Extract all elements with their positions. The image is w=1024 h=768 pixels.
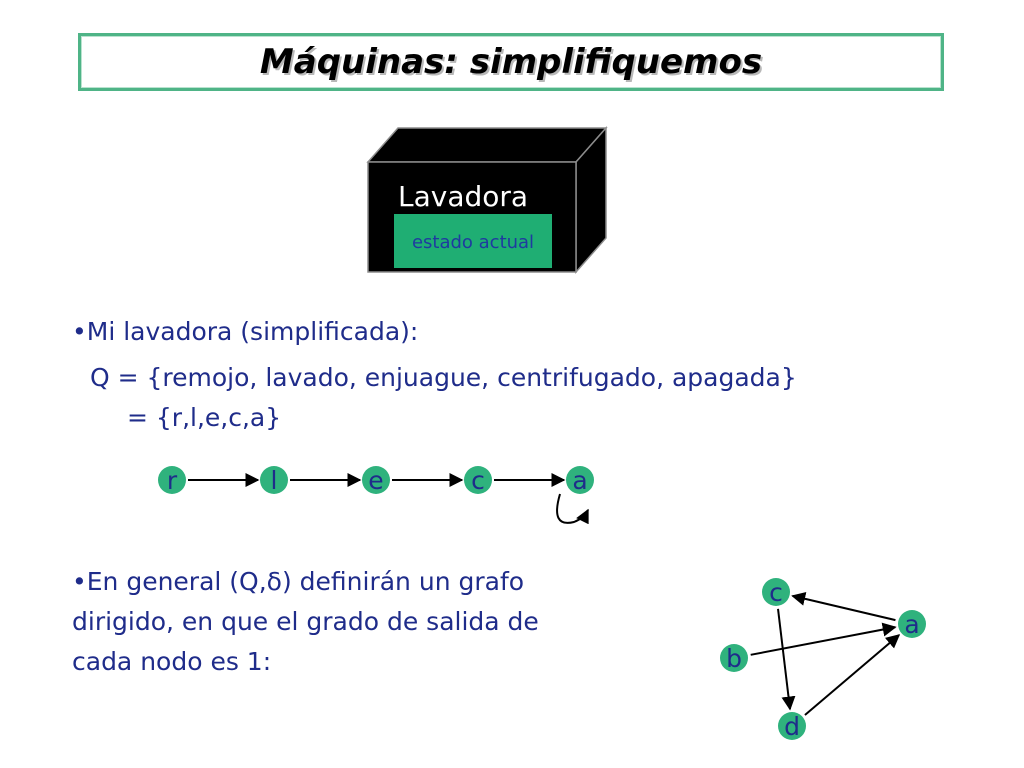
node-circle bbox=[720, 644, 748, 672]
node-a: a bbox=[566, 466, 594, 495]
node-d: d bbox=[778, 712, 806, 741]
node-label: c bbox=[471, 466, 485, 495]
edge-d-a bbox=[804, 634, 901, 716]
bullet1-line3: = {r,l,e,c,a} bbox=[127, 403, 282, 432]
node-label: l bbox=[271, 466, 278, 495]
machine-label: Lavadora bbox=[398, 180, 528, 213]
node-l: l bbox=[260, 466, 288, 495]
node-circle bbox=[762, 578, 790, 606]
node-c: c bbox=[762, 578, 790, 607]
node-label: d bbox=[784, 712, 800, 741]
bullet1-line2: Q = {remojo, lavado, enjuague, centrifug… bbox=[90, 363, 797, 392]
node-r: r bbox=[158, 466, 186, 495]
node-b: b bbox=[720, 644, 748, 673]
directed-graph-diagram: c a b d bbox=[720, 578, 926, 741]
node-label: c bbox=[769, 578, 783, 607]
bullet2-line2: dirigido, en que el grado de salida de bbox=[72, 607, 539, 636]
node-circle bbox=[158, 466, 186, 494]
node-label: r bbox=[167, 466, 178, 495]
node-circle bbox=[778, 712, 806, 740]
node-label: e bbox=[368, 466, 383, 495]
node-label: b bbox=[726, 644, 742, 673]
node-circle bbox=[566, 466, 594, 494]
node-circle bbox=[898, 610, 926, 638]
bullet2-line1: •En general (Q,δ) definirán un grafo bbox=[72, 567, 525, 596]
node-label: a bbox=[572, 466, 587, 495]
node-circle bbox=[260, 466, 288, 494]
state-label: estado actual bbox=[412, 232, 534, 253]
edge-c-d bbox=[777, 608, 796, 711]
node-circle bbox=[362, 466, 390, 494]
bullet1-line1: •Mi lavadora (simplificada): bbox=[72, 317, 419, 346]
edge-a-a bbox=[556, 493, 589, 525]
page-title: Máquinas: simplifiquemos bbox=[259, 42, 763, 82]
node-e: e bbox=[362, 466, 390, 495]
node-c: c bbox=[464, 466, 492, 495]
node-a: a bbox=[898, 610, 926, 639]
washing-machine-box: Lavadora estado actual bbox=[366, 126, 608, 274]
node-circle bbox=[464, 466, 492, 494]
title-box: Máquinas: simplifiquemos bbox=[78, 33, 944, 91]
state-panel bbox=[394, 214, 552, 268]
box-top-face bbox=[366, 127, 608, 163]
edge-a-c bbox=[791, 591, 896, 622]
bullet2-line3: cada nodo es 1: bbox=[72, 647, 272, 676]
node-label: a bbox=[904, 610, 919, 639]
edge-b-a bbox=[750, 622, 897, 656]
